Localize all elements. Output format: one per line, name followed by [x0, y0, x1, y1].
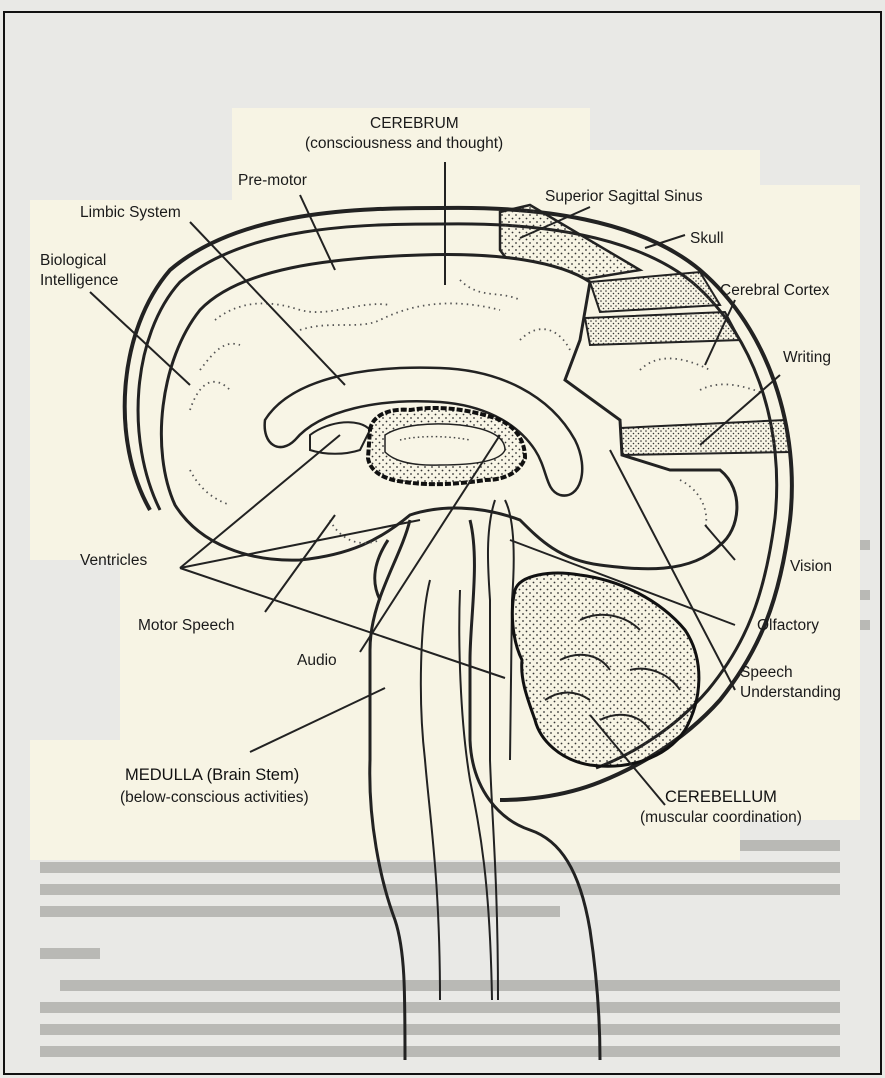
label-speech: Speech [740, 664, 793, 681]
label-motor-speech: Motor Speech [138, 617, 235, 634]
label-premotor: Pre-motor [238, 172, 307, 189]
label-audio: Audio [297, 652, 337, 669]
label-cerebrum-title: CEREBRUM [370, 115, 459, 132]
label-cerebral-cortex: Cerebral Cortex [720, 282, 830, 299]
label-cerebellum-title: CEREBELLUM [665, 788, 777, 806]
label-olfactory: Olfactory [757, 617, 819, 634]
label-cerebellum-sub: (muscular coordination) [640, 809, 802, 826]
label-biological: Biological [40, 252, 106, 269]
label-understanding: Understanding [740, 684, 841, 701]
label-vision: Vision [790, 558, 832, 575]
label-skull: Skull [690, 230, 724, 247]
label-medulla-title: MEDULLA (Brain Stem) [125, 766, 299, 784]
label-superior-sagittal-sinus: Superior Sagittal Sinus [545, 188, 703, 205]
label-medulla-sub: (below-conscious activities) [120, 789, 309, 806]
label-ventricles: Ventricles [80, 552, 147, 569]
label-cerebrum-sub: (consciousness and thought) [305, 135, 503, 152]
label-intelligence: Intelligence [40, 272, 118, 289]
label-writing: Writing [783, 349, 831, 366]
label-limbic-system: Limbic System [80, 204, 181, 221]
